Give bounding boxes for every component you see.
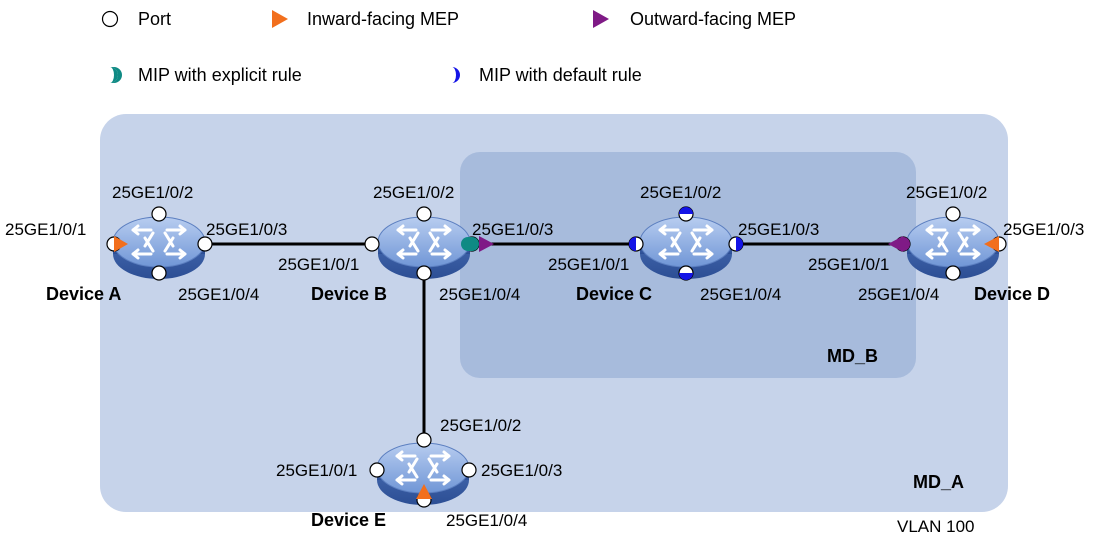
device-c-port-1-mip-default-icon	[629, 237, 636, 251]
device-a-port-4	[151, 265, 167, 281]
device-c-port-2-mip-default-icon	[679, 207, 693, 214]
device-b-port-3-label: 25GE1/0/3	[472, 220, 553, 239]
legend: Port Inward-facing MEP Outward-facing ME…	[101, 9, 796, 85]
legend-port-icon	[101, 10, 119, 28]
device-a-port-3-label: 25GE1/0/3	[206, 220, 287, 239]
device-e-name: Device E	[311, 510, 386, 530]
device-d-port-2	[945, 206, 961, 222]
device-b: 25GE1/0/1 25GE1/0/2 25GE1/0/3 25GE1/0/4 …	[278, 183, 553, 304]
device-a-name: Device A	[46, 284, 121, 304]
device-d-port-1-label: 25GE1/0/1	[808, 255, 889, 274]
device-c-port-2-label: 25GE1/0/2	[640, 183, 721, 202]
device-c-port-3-label: 25GE1/0/3	[738, 220, 819, 239]
device-b-port-1-label: 25GE1/0/1	[278, 255, 359, 274]
device-c: 25GE1/0/1 25GE1/0/2 25GE1/0/3 25GE1/0/4 …	[548, 183, 819, 304]
device-b-port-2-label: 25GE1/0/2	[373, 183, 454, 202]
device-e-port-1	[369, 462, 385, 478]
device-e-port-2-label: 25GE1/0/2	[440, 416, 521, 435]
device-c-port-1-label: 25GE1/0/1	[548, 255, 629, 274]
device-b-mip-explicit-icon	[461, 237, 479, 251]
device-d-port-2-label: 25GE1/0/2	[906, 183, 987, 202]
device-b-port-4-label: 25GE1/0/4	[439, 285, 520, 304]
device-c-name: Device C	[576, 284, 652, 304]
legend-mip-explicit-icon	[110, 67, 122, 83]
legend-outward-mep-label: Outward-facing MEP	[630, 9, 796, 29]
device-b-port-4	[416, 265, 432, 281]
md-b-label: MD_B	[827, 346, 878, 366]
device-a-port-2-label: 25GE1/0/2	[112, 183, 193, 202]
device-c-port-4-label: 25GE1/0/4	[700, 285, 781, 304]
device-a-port-1-label: 25GE1/0/1	[5, 220, 86, 239]
device-d: 25GE1/0/1 25GE1/0/2 25GE1/0/3 25GE1/0/4 …	[808, 183, 1084, 304]
device-a-inward-mep-icon	[114, 236, 128, 252]
device-b-outward-mep-icon	[479, 236, 494, 252]
device-d-port-3-label: 25GE1/0/3	[1003, 220, 1084, 239]
vlan-label: VLAN 100	[897, 517, 975, 536]
device-e: 25GE1/0/1 25GE1/0/2 25GE1/0/3 25GE1/0/4 …	[276, 416, 562, 530]
device-e-port-1-label: 25GE1/0/1	[276, 461, 357, 480]
legend-inward-mep-icon	[272, 10, 288, 28]
device-b-name: Device B	[311, 284, 387, 304]
device-a-port-3	[197, 236, 213, 252]
legend-port-label: Port	[138, 9, 171, 29]
device-d-name: Device D	[974, 284, 1050, 304]
device-e-port-3	[461, 462, 477, 478]
device-c-port-4-mip-default-icon	[679, 273, 693, 280]
device-d-inward-mep-icon	[984, 236, 999, 252]
device-d-outward-mep-icon	[888, 236, 903, 252]
device-a-port-4-label: 25GE1/0/4	[178, 285, 259, 304]
device-e-inward-mep-icon	[416, 484, 432, 499]
device-e-port-2	[416, 432, 432, 448]
device-a-port-2	[151, 206, 167, 222]
device-e-port-3-label: 25GE1/0/3	[481, 461, 562, 480]
device-d-port-4-label: 25GE1/0/4	[858, 285, 939, 304]
device-b-port-2	[416, 206, 432, 222]
device-d-port-4	[945, 265, 961, 281]
md-a-label: MD_A	[913, 472, 964, 492]
device-e-port-4-label: 25GE1/0/4	[446, 511, 527, 530]
device-b-port-1	[364, 236, 380, 252]
legend-inward-mep-label: Inward-facing MEP	[307, 9, 459, 29]
legend-mip-default-icon	[452, 67, 460, 83]
legend-outward-mep-icon	[593, 10, 609, 28]
device-c-port-3-mip-default-icon	[736, 237, 743, 251]
legend-mip-default-label: MIP with default rule	[479, 65, 642, 85]
device-a: 25GE1/0/1 25GE1/0/2 25GE1/0/3 25GE1/0/4 …	[5, 183, 287, 304]
links	[207, 242, 898, 440]
legend-mip-explicit-label: MIP with explicit rule	[138, 65, 302, 85]
